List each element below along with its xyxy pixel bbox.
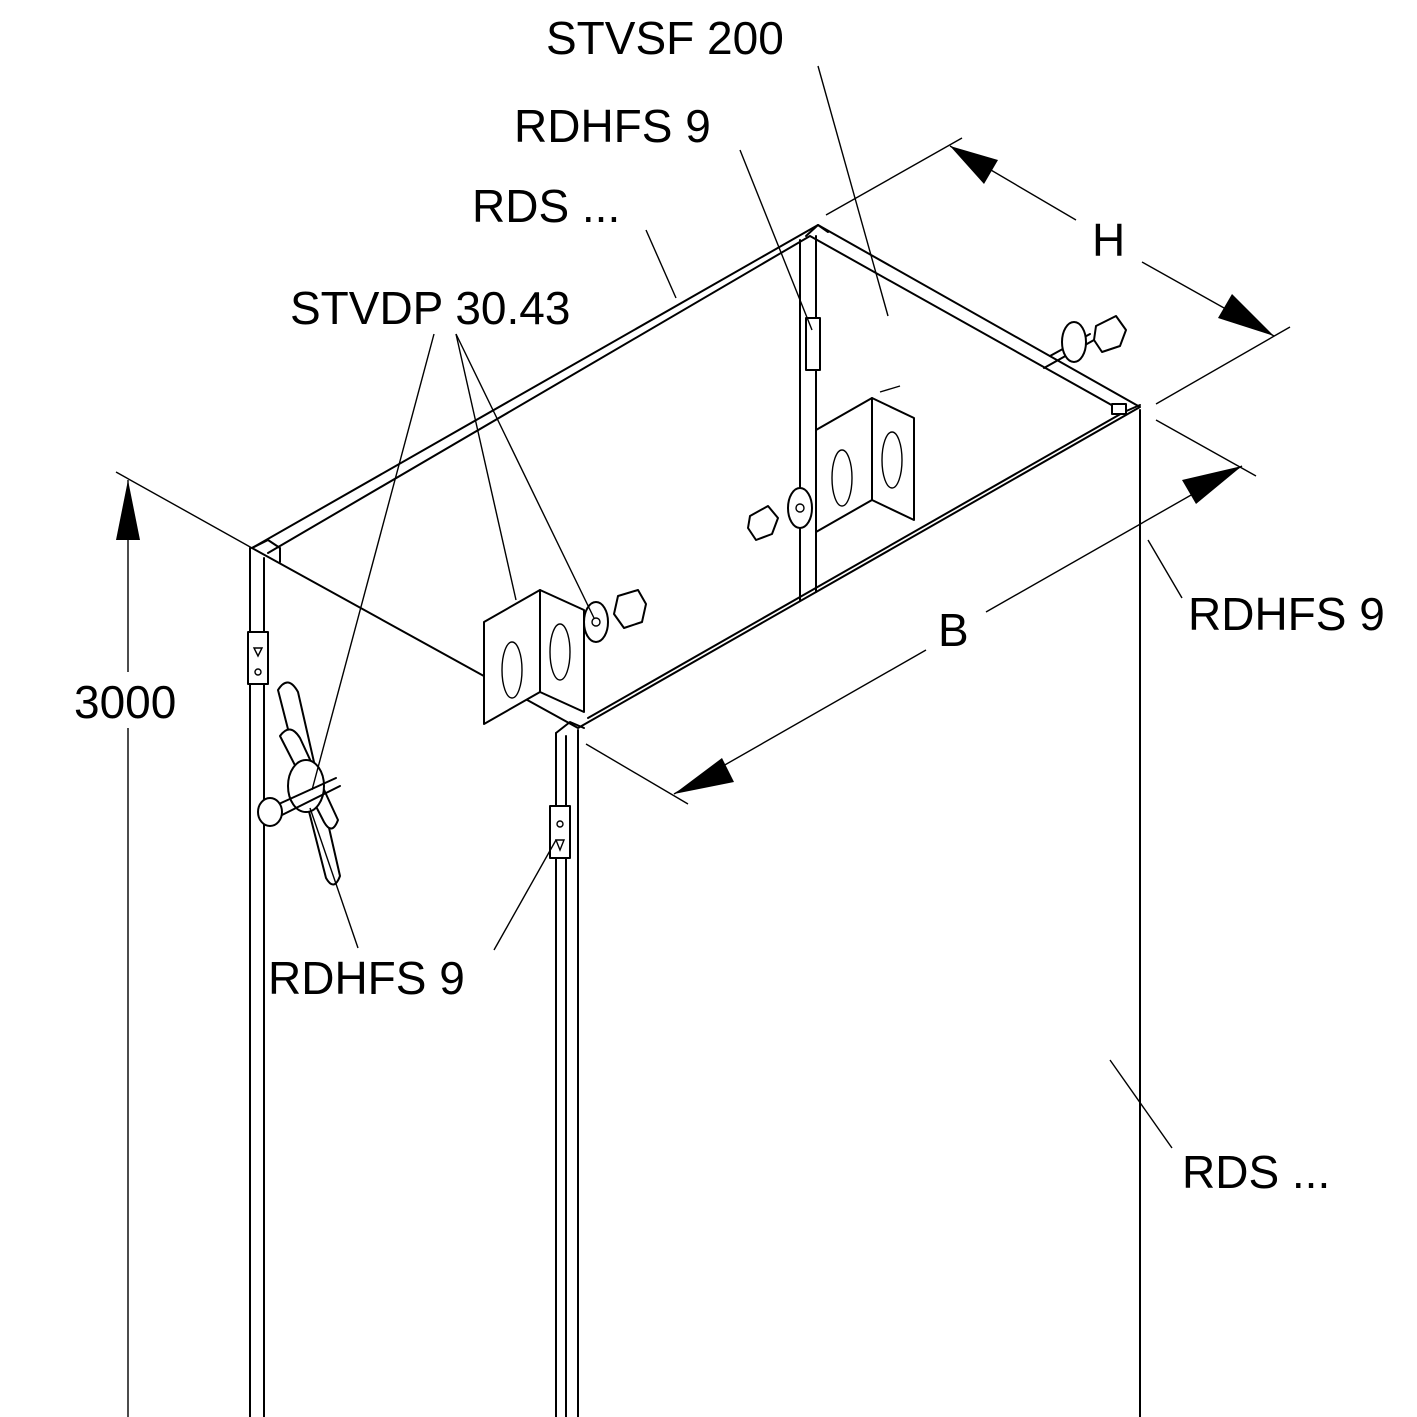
bracket-front [483,589,647,725]
back-post-clip [805,317,821,371]
label-stvsf: STVSF 200 [546,12,784,64]
label-rds-bottom: RDS ... [1182,1146,1330,1198]
clip-right-corner [1111,403,1127,415]
label-rds-top: RDS ... [472,180,620,232]
label-rdhfs-right: RDHFS 9 [1188,588,1385,640]
left-slot-assembly [257,681,341,886]
dimension-h [825,137,1291,405]
dimension-height [115,471,253,1417]
bolt-top-right [1043,315,1127,369]
clip-front-post [549,805,571,859]
leader-lines [309,65,1183,1149]
enclosure-body [249,224,1141,1417]
dimension-b [585,419,1257,805]
label-dimension-h: H [1092,214,1125,266]
clip-left-post [247,631,269,685]
label-dimension-height: 3000 [74,676,176,728]
label-rdhfs-top: RDHFS 9 [514,100,711,152]
label-rdhfs-left: RDHFS 9 [268,952,465,1004]
bracket-back [747,385,915,541]
label-dimension-b: B [938,604,969,656]
label-stvdp: STVDP 30.43 [290,282,570,334]
